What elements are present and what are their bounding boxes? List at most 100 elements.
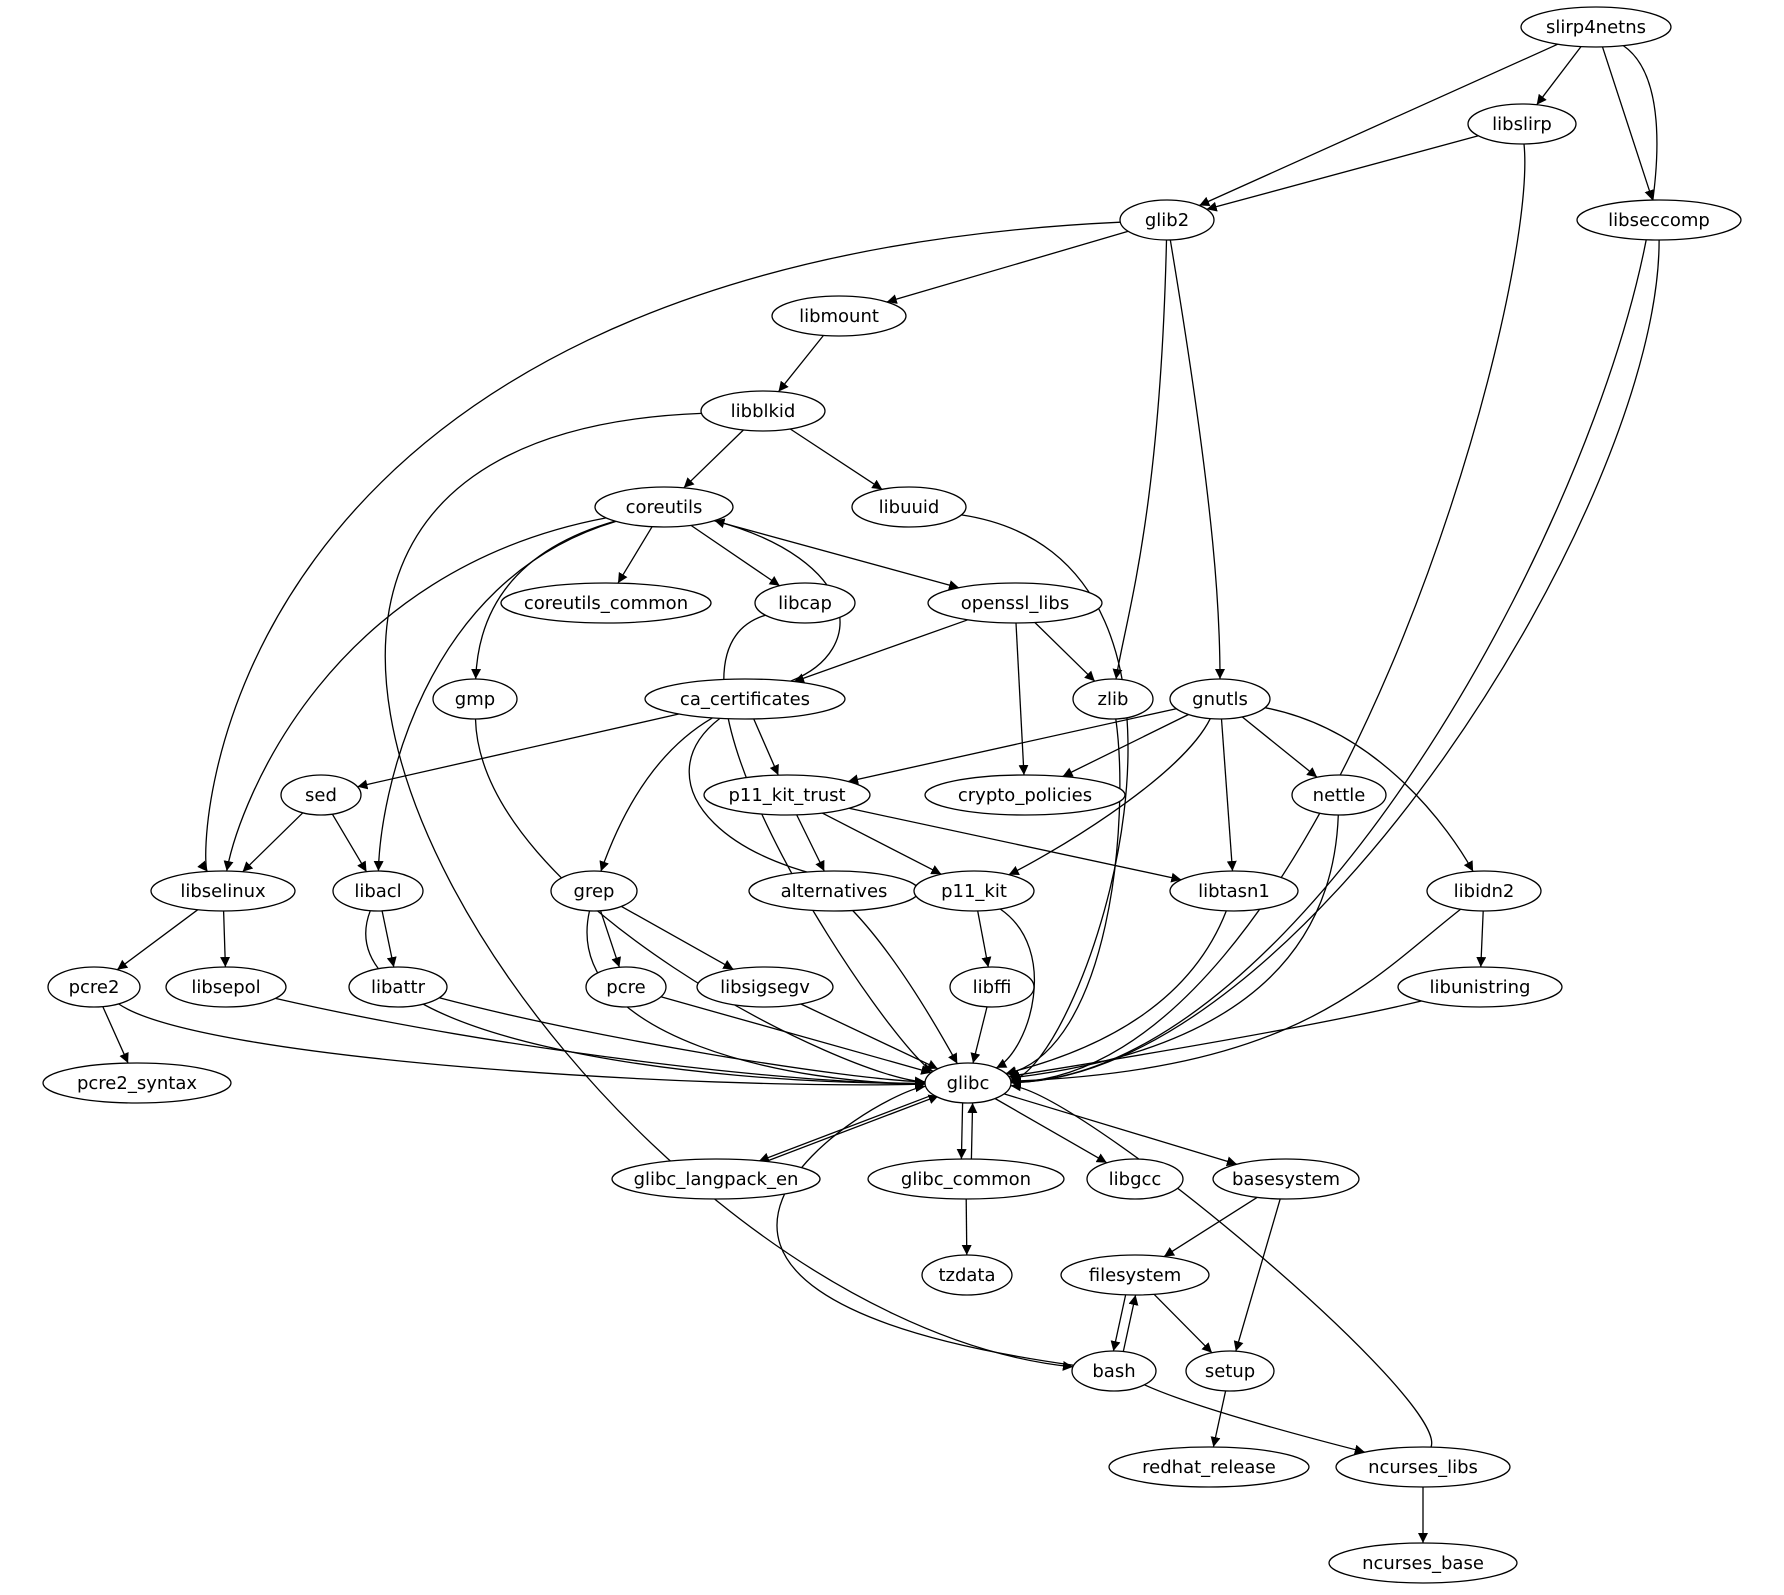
edge-libsigsegv-to-glibc: [800, 1003, 939, 1070]
node-pcre2_syntax: pcre2_syntax: [42, 1062, 232, 1104]
node-shape: [1071, 1350, 1157, 1392]
edge-libacl-to-libattr: [381, 910, 397, 968]
edge-p11_kit_trust-to-p11_kit: [822, 812, 942, 875]
edge-line: [1163, 1196, 1258, 1258]
edge-basesystem-to-filesystem: [1163, 1196, 1258, 1258]
node-shape: [42, 1062, 232, 1104]
edges-layer: [102, 43, 1660, 1543]
edge-bash-to-filesystem: [1122, 1294, 1139, 1352]
node-label: redhat_release: [1142, 1457, 1276, 1478]
edge-line: [357, 713, 679, 790]
edge-line: [220, 910, 231, 968]
edge-libblkid-to-bash: [384, 412, 1073, 1371]
edge-line: [1241, 716, 1318, 778]
edge-line: [1034, 622, 1096, 682]
node-label: libcap: [778, 593, 832, 614]
node-label: pcre2: [69, 977, 120, 998]
node-label: p11_kit_trust: [728, 785, 845, 806]
node-shape: [1108, 1446, 1310, 1488]
node-shape: [949, 966, 1035, 1008]
node-label: basesystem: [1232, 1169, 1340, 1190]
edge-line: [967, 1102, 978, 1160]
node-gnutls: gnutls: [1169, 678, 1271, 720]
edge-line: [1008, 718, 1211, 876]
node-label: nettle: [1313, 785, 1366, 806]
node-label: libslirp: [1492, 114, 1552, 135]
edge-line: [1110, 1294, 1127, 1352]
node-label: gnutls: [1192, 689, 1248, 710]
node-shape: [1328, 1542, 1518, 1584]
node-coreutils: coreutils: [594, 486, 734, 528]
node-libsigsegv: libsigsegv: [696, 966, 834, 1008]
edge-line: [848, 807, 1182, 883]
edge-line: [1015, 622, 1029, 776]
node-shape: [585, 966, 667, 1008]
edge-bash-to-glibc: [776, 1082, 1074, 1366]
edge-line: [1122, 1294, 1139, 1352]
node-alternatives: alternatives: [748, 870, 920, 912]
node-shape: [150, 870, 296, 912]
edge-glibc-to-basesystem: [1003, 1093, 1238, 1167]
node-shape: [700, 390, 826, 432]
edge-glibc_common-to-tzdata: [961, 1198, 972, 1256]
edge-line: [847, 708, 1177, 785]
edge-grep-to-glibc: [586, 910, 926, 1089]
edge-line: [753, 718, 779, 776]
node-shape: [594, 486, 734, 528]
node-label: libacl: [354, 881, 401, 902]
edge-line: [1010, 45, 1658, 1088]
edge-line: [1476, 910, 1487, 968]
node-label: glibc: [947, 1073, 990, 1094]
node-label: libsigsegv: [720, 977, 810, 998]
node-label: pcre2_syntax: [77, 1073, 197, 1094]
edge-line: [1112, 239, 1168, 680]
edge-line: [1010, 1081, 1433, 1448]
node-libgcc: libgcc: [1086, 1158, 1184, 1200]
edge-line: [683, 429, 744, 489]
edge-line: [1010, 908, 1462, 1086]
edge-line: [474, 718, 926, 1087]
edge-line: [1153, 1293, 1213, 1354]
edge-libffi-to-glibc: [970, 1006, 988, 1064]
edge-line: [116, 909, 199, 971]
node-shape: [644, 678, 846, 720]
node-shape: [921, 1254, 1013, 1296]
node-shape: [1335, 1446, 1511, 1488]
node-libattr: libattr: [348, 966, 448, 1008]
edge-gnutls-to-p11_kit: [1008, 718, 1211, 876]
node-label: libffi: [973, 977, 1012, 998]
edge-line: [1009, 814, 1339, 1082]
edge-ncurses_libs-to-glibc: [1010, 1081, 1433, 1448]
edge-line: [766, 1094, 939, 1162]
node-sed: sed: [280, 774, 362, 816]
node-label: pcre: [606, 977, 645, 998]
node-shape: [1169, 678, 1271, 720]
edge-glibc_langpack_en-to-glibc: [766, 1094, 939, 1162]
edge-glib2-to-gnutls: [1169, 239, 1225, 680]
edge-libmount-to-libblkid: [777, 335, 824, 393]
edge-line: [471, 520, 616, 680]
edge-line: [381, 910, 397, 968]
node-label: p11_kit: [941, 881, 1007, 902]
edge-line: [789, 428, 883, 490]
edge-line: [197, 221, 1121, 872]
edge-gnutls-to-nettle: [1241, 716, 1318, 778]
edge-line: [690, 524, 781, 587]
node-label: coreutils_common: [524, 593, 688, 614]
edge-line: [1010, 143, 1526, 1088]
edge-line: [242, 812, 304, 873]
node-shape: [500, 582, 712, 624]
edge-line: [1199, 43, 1559, 207]
edge-ca_certificates-to-grep: [599, 717, 713, 872]
edge-slirp4netns-to-glib2: [1199, 43, 1559, 207]
edge-coreutils-to-gmp: [471, 520, 616, 680]
edge-line: [586, 910, 926, 1089]
node-shape: [771, 295, 907, 337]
edge-line: [994, 1097, 1108, 1164]
edge-setup-to-redhat_release: [1210, 1390, 1227, 1448]
node-label: libuuid: [879, 497, 940, 518]
edge-line: [1169, 239, 1225, 680]
node-label: zlib: [1098, 689, 1129, 710]
edge-line: [660, 996, 932, 1075]
node-label: libidn2: [1454, 881, 1515, 902]
